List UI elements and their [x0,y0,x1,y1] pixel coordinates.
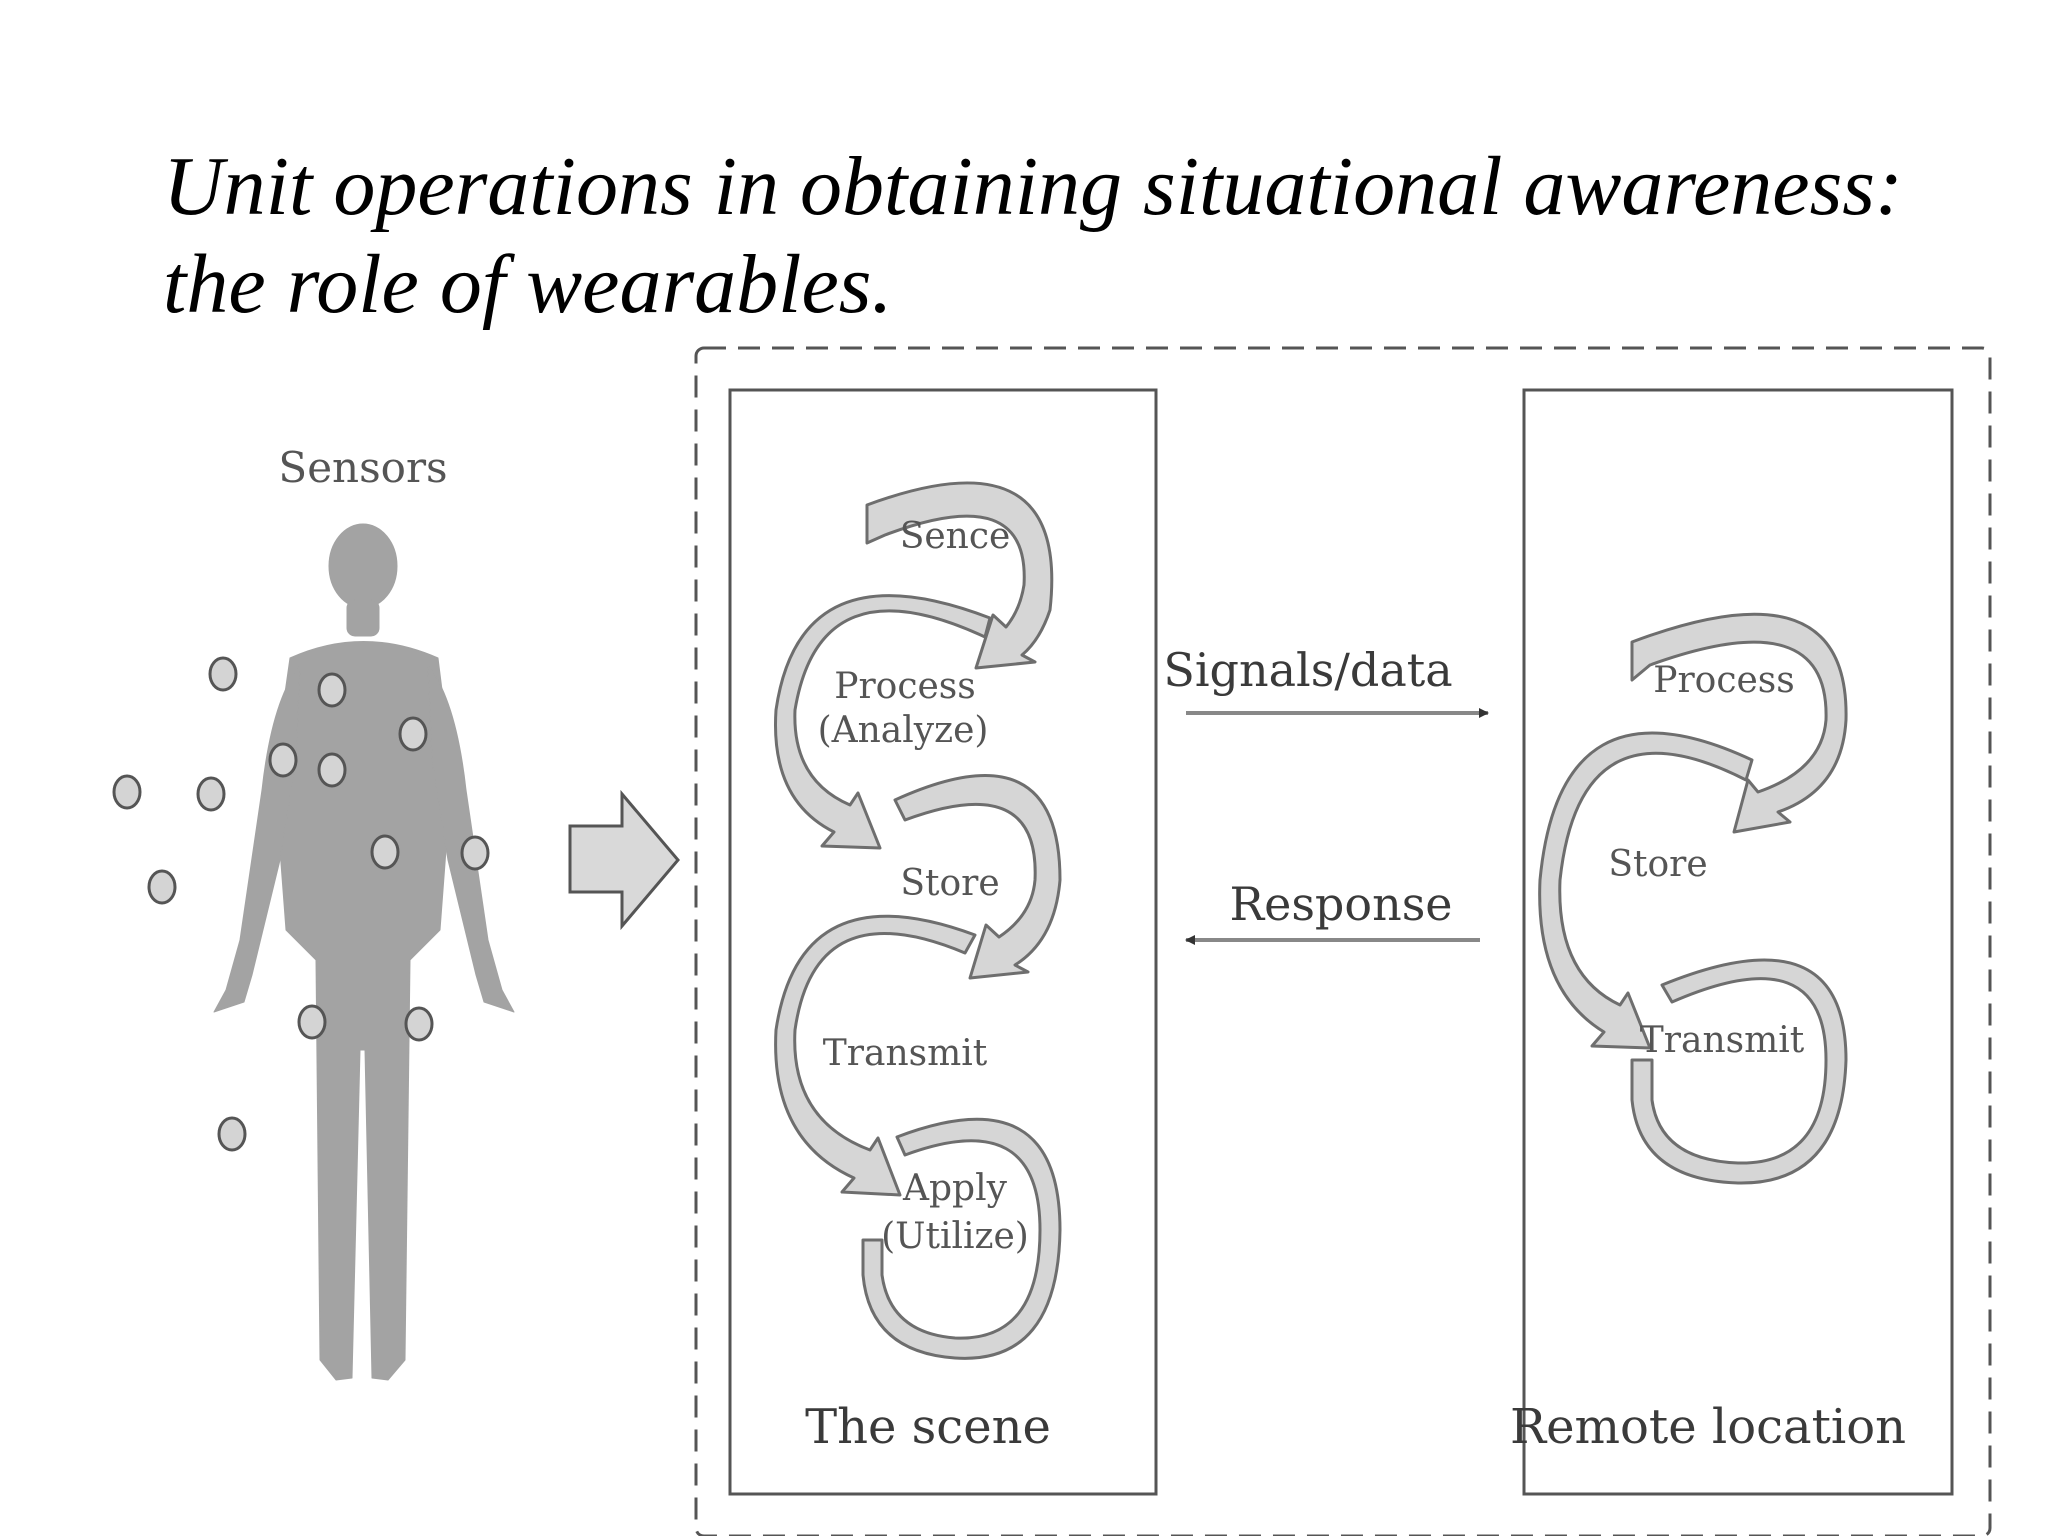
sensor-dot [147,869,177,905]
human-silhouette-icon [213,523,515,1381]
sensor-dot [398,716,428,752]
signals-data-label: Signals/data [1163,643,1452,697]
scene-step-apply: Apply [902,1168,1008,1209]
sensor-dot [208,656,238,692]
remote-caption: Remote location [1510,1399,1906,1455]
scene-step-transmit: Transmit [823,1033,988,1074]
cycle-arrow-icon [893,774,1062,980]
sensor-dot [317,672,347,708]
cycle-arrow-icon [1630,612,1848,834]
remote-step-process: Process [1653,660,1795,701]
sensor-dot [196,776,226,812]
slide-title: Unit operations in obtaining situational… [163,138,1963,334]
sensor-dot [460,835,490,871]
sensor-dot [268,742,298,778]
remote-box [1522,388,1954,1496]
sensor-dot [217,1116,247,1152]
cycle-arrow-icon [1538,731,1754,1050]
sensor-dot [317,752,347,788]
scene-caption: The scene [805,1399,1051,1455]
scene-step-apply-sub: (Utilize) [881,1216,1029,1257]
sensor-dot [297,1004,327,1040]
cycle-arrow-icon [865,481,1054,670]
dashed-frame [694,346,1992,1536]
sensor-dots [112,656,490,1152]
title-line-2: the role of wearables. [163,238,893,331]
response-label: Response [1229,877,1452,931]
remote-step-store: Store [1608,844,1707,885]
sensors-label: Sensors [278,443,447,492]
sensor-dot [112,774,142,810]
cycle-arrow-icon [861,1117,1062,1360]
cycle-arrow-icon [1630,958,1848,1185]
sensor-dot [370,834,400,870]
cycle-arrow-icon [773,594,992,850]
scene-step-process-sub: (Analyze) [818,710,989,751]
title-line-1: Unit operations in obtaining situational… [163,140,1903,233]
remote-step-transmit: Transmit [1640,1020,1805,1061]
block-arrow-right-icon [568,789,680,931]
remote-cycle [1538,612,1848,1185]
sensor-dot [404,1006,434,1042]
scene-step-process: Process [834,666,976,707]
scene-step-store: Store [900,863,999,904]
scene-cycle [773,481,1062,1360]
scene-step-sense: Sence [900,516,1011,557]
cycle-arrow-icon [774,914,977,1197]
